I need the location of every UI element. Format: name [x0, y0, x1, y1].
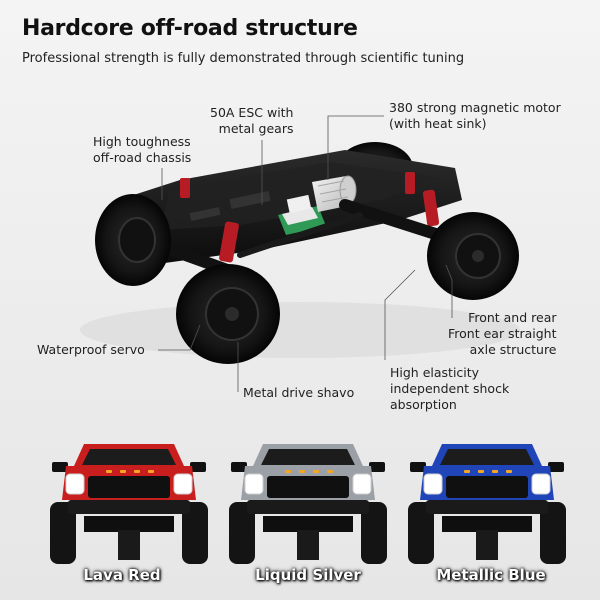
- variant-name-red: Lava Red: [83, 566, 161, 584]
- wheel-front-near: [176, 264, 280, 364]
- callout-shock: High elasticity independent shock absorp…: [390, 365, 509, 413]
- callout-esc-line2: metal gears: [218, 121, 294, 136]
- callout-drive: Metal drive shavo: [243, 385, 354, 401]
- callout-axle-line2: Front ear straight: [448, 326, 557, 341]
- callout-axle-line1: Front and rear: [468, 310, 557, 325]
- callout-servo-line1: Waterproof servo: [37, 342, 145, 357]
- callout-motor: 380 strong magnetic motor (with heat sin…: [389, 100, 561, 132]
- callout-servo: Waterproof servo: [37, 342, 145, 358]
- shocks: [180, 172, 440, 263]
- callout-chassis-line1: High toughness: [93, 134, 191, 149]
- callout-chassis-line2: off-road chassis: [93, 150, 192, 165]
- callout-motor-line2: (with heat sink): [389, 116, 487, 131]
- truck-metallic-blue: [408, 444, 566, 564]
- wheel-front-far: [427, 212, 519, 300]
- callout-motor-line1: 380 strong magnetic motor: [389, 100, 561, 115]
- page-title: Hardcore off-road structure: [22, 16, 358, 41]
- callout-lines: [158, 115, 453, 392]
- callout-esc: 50A ESC with metal gears: [210, 105, 293, 137]
- callout-shock-line2: independent shock: [390, 381, 510, 396]
- callout-shock-line1: High elasticity: [390, 365, 480, 380]
- callout-chassis: High toughness off-road chassis: [93, 134, 191, 166]
- truck-lava-red: [50, 444, 208, 564]
- callout-axle: Front and rear Front ear straight axle s…: [448, 310, 557, 358]
- wheel-rear-near: [95, 194, 171, 286]
- truck-liquid-silver: [229, 444, 387, 564]
- page-subtitle: Professional strength is fully demonstra…: [22, 51, 465, 66]
- callout-axle-line3: axle structure: [469, 342, 557, 357]
- callout-shock-line3: absorption: [390, 397, 457, 412]
- variant-name-silver: Liquid Silver: [255, 566, 361, 584]
- callout-drive-line1: Metal drive shavo: [243, 385, 355, 400]
- variant-name-blue: Metallic Blue: [436, 566, 546, 584]
- callout-esc-line1: 50A ESC with: [210, 105, 294, 120]
